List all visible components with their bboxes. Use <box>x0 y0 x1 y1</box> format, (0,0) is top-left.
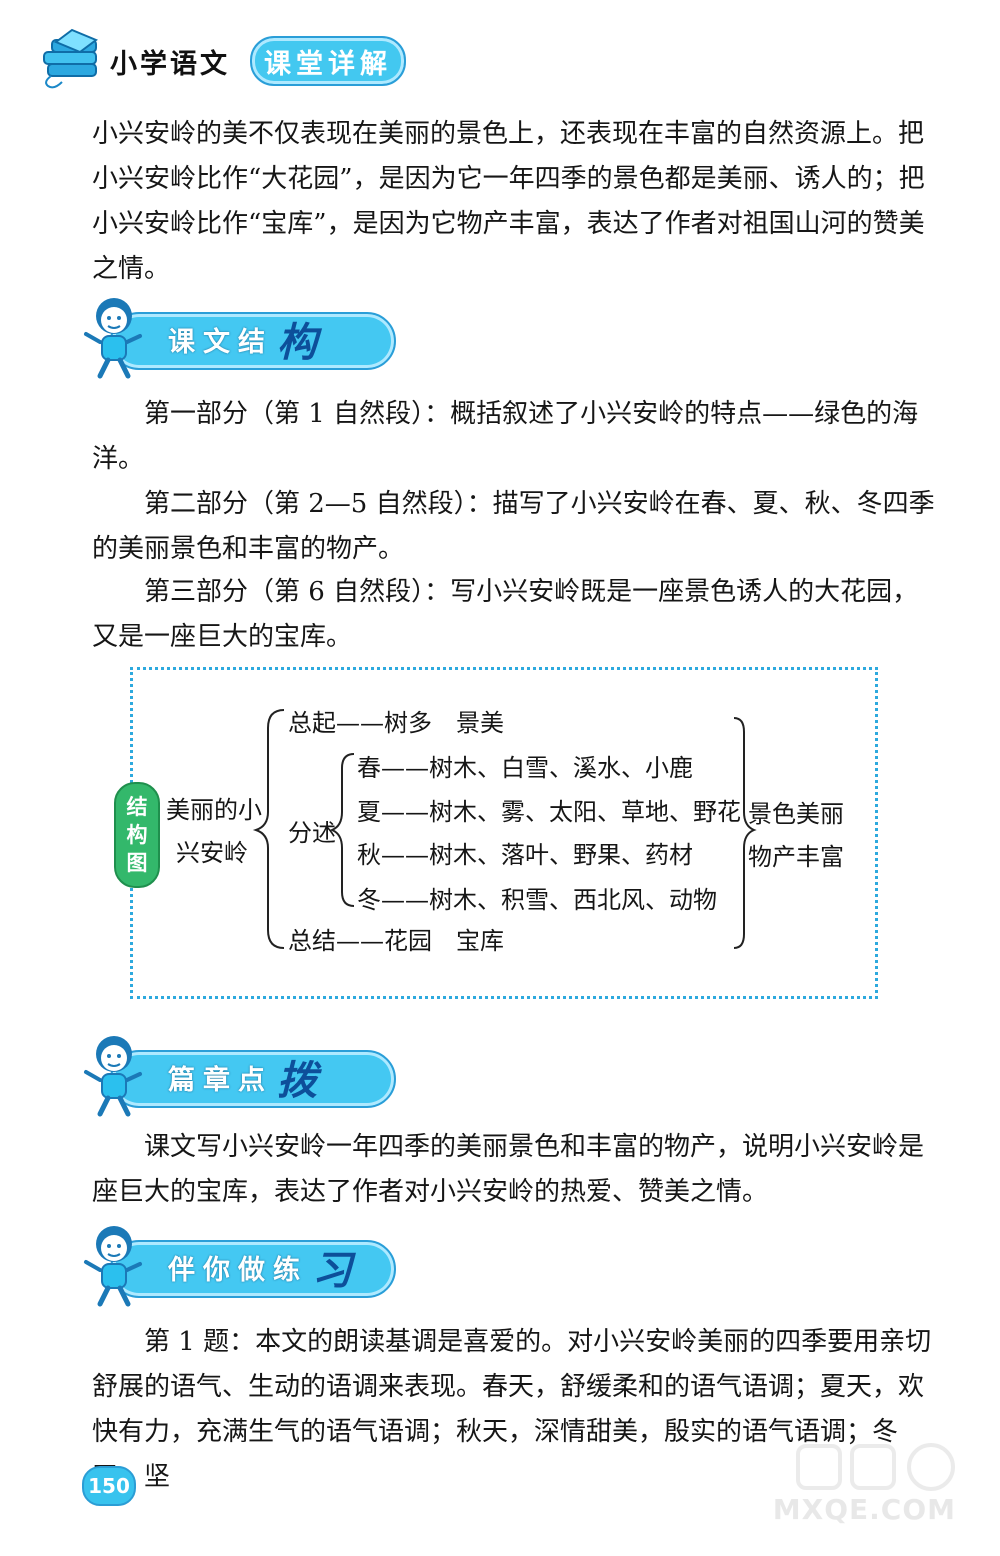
points-banner-title-accent: 拨 <box>277 1058 325 1104</box>
points-banner-title: 篇章点 拨 <box>168 1052 325 1104</box>
exercise-paragraph: 第 1 题：本文的朗读基调是喜爱的。对小兴安岭美丽的四季要用亲切舒展的语气、生动… <box>92 1327 932 1492</box>
structure-root-line-1: 美丽的小 <box>166 796 262 824</box>
structure-banner-title: 课文结 构 <box>168 314 325 366</box>
structure-paragraph-2: 第二部分（第 2—5 自然段）：描写了小兴安岭在春、夏、秋、冬四季的美丽景色和丰… <box>92 489 935 564</box>
exercise-banner-title-accent: 习 <box>312 1248 360 1294</box>
structure-badge-char-3: 图 <box>126 851 148 875</box>
structure-paragraph-1: 第一部分（第 1 自然段）：概括叙述了小兴安岭的特点——绿色的海洋。 <box>92 399 919 474</box>
page-number: 150 <box>82 1466 136 1506</box>
exercise-banner-title-main: 伴你做练 <box>168 1254 308 1286</box>
points-paragraph: 课文写小兴安岭一年四季的美丽景色和丰富的物产，说明小兴安岭是座巨大的宝库，表达了… <box>92 1132 925 1207</box>
structure-badge-char-1: 结 <box>126 795 148 819</box>
structure-season-autumn: 秋——树木、落叶、野果、药材 <box>357 841 693 869</box>
cartoon-boy-icon <box>84 298 142 379</box>
structure-result-line-2: 物产丰富 <box>748 843 844 871</box>
exercise-section-banner: 伴你做练 习 <box>82 1220 396 1307</box>
header-badge: 课堂详解 <box>250 36 406 86</box>
header-title: 小学语文 <box>110 49 230 80</box>
books-icon <box>43 28 98 89</box>
exercise-banner-title: 伴你做练 习 <box>168 1242 360 1294</box>
intro-paragraph: 小兴安岭的美不仅表现在美丽的景色上，还表现在丰富的自然资源上。把小兴安岭比作“大… <box>92 119 925 284</box>
structure-middle-label: 分述 <box>288 819 336 847</box>
structure-season-winter: 冬——树木、积雪、西北风、动物 <box>357 886 717 914</box>
structure-season-summer: 夏——树木、雾、太阳、草地、野花 <box>357 798 741 826</box>
structure-season-spring: 春——树木、白雪、溪水、小鹿 <box>357 754 693 782</box>
structure-diagram-badge: 结 构 图 <box>114 782 160 888</box>
structure-result-line-1: 景色美丽 <box>748 800 844 828</box>
structure-summary-end: 总结——花园 宝库 <box>288 927 504 955</box>
structure-root-line-2: 兴安岭 <box>176 839 248 867</box>
points-section-banner: 篇章点 拨 <box>82 1030 396 1117</box>
structure-banner-title-accent: 构 <box>277 320 325 366</box>
points-banner-bar <box>110 1050 396 1108</box>
cartoon-boy-icon <box>84 1036 142 1117</box>
cartoon-boy-icon <box>84 1226 142 1307</box>
watermark-text: MXQE.COM <box>772 1493 956 1526</box>
structure-section-banner: 课文结 构 <box>82 292 396 379</box>
watermark-logo <box>796 1443 955 1491</box>
structure-badge-char-2: 构 <box>126 823 148 847</box>
structure-paragraph-3: 第三部分（第 6 自然段）：写小兴安岭既是一座景色诱人的大花园，又是一座巨大的宝… <box>92 577 919 652</box>
structure-banner-bar <box>110 312 396 370</box>
structure-banner-title-main: 课文结 <box>168 326 273 358</box>
structure-diagram-box <box>130 667 878 999</box>
points-banner-title-main: 篇章点 <box>168 1064 273 1096</box>
exercise-banner-bar <box>110 1240 396 1298</box>
page-header: 小学语文 课堂详解 <box>36 24 456 94</box>
watermark: MXQE.COM <box>773 1440 964 1526</box>
structure-summary-start: 总起——树多 景美 <box>288 709 504 737</box>
